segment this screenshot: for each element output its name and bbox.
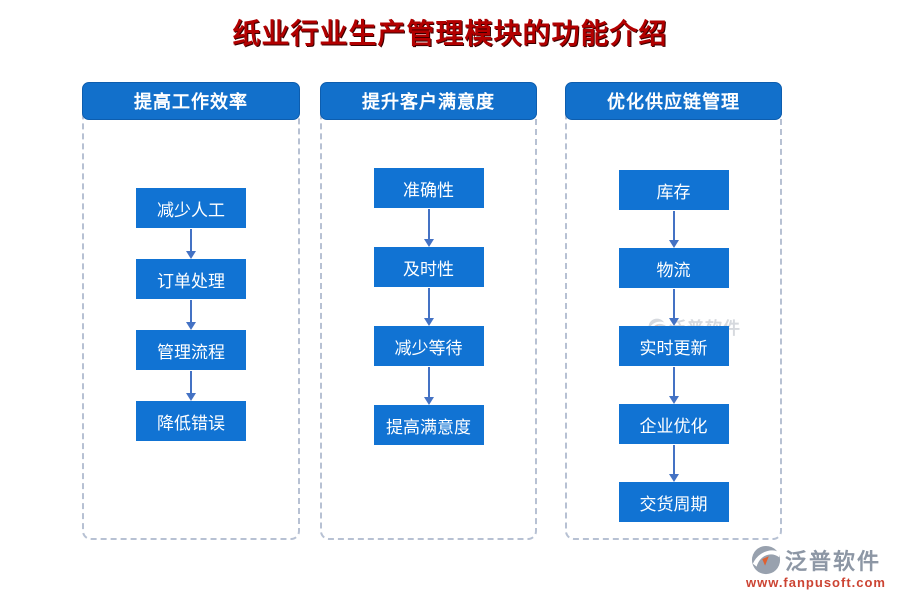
flow-box: 管理流程 <box>136 330 246 370</box>
arrow-down-icon <box>184 370 198 401</box>
arrow-down-icon <box>667 366 681 404</box>
feature-column: 提升客户满意度准确性及时性减少等待提高满意度 <box>320 82 537 540</box>
flow-box: 交货周期 <box>618 482 729 522</box>
flow-box: 库存 <box>618 170 729 210</box>
column-header: 提升客户满意度 <box>320 82 537 120</box>
flow-box: 企业优化 <box>618 404 729 444</box>
brand-name: 泛普软件 <box>784 549 881 574</box>
arrow-down-icon <box>667 288 681 326</box>
flow-box: 减少人工 <box>136 188 246 228</box>
brand-footer: 泛普软件 www.fanpusoft.com <box>746 544 886 590</box>
arrow-down-icon <box>184 299 198 330</box>
feature-column: 提高工作效率减少人工订单处理管理流程降低错误 <box>82 82 300 540</box>
flow-box: 订单处理 <box>136 259 246 299</box>
flow-box: 减少等待 <box>373 326 484 366</box>
flow-box: 准确性 <box>373 168 484 208</box>
column-items: 减少人工订单处理管理流程降低错误 <box>82 82 300 540</box>
column-items: 库存物流实时更新企业优化交货周期 <box>565 82 782 540</box>
arrow-down-icon <box>184 228 198 259</box>
arrow-down-icon <box>422 287 436 326</box>
flow-box: 物流 <box>618 248 729 288</box>
column-items: 准确性及时性减少等待提高满意度 <box>320 82 537 540</box>
feature-column: 优化供应链管理库存物流实时更新企业优化交货周期 <box>565 82 782 540</box>
brand-website: www.fanpusoft.com <box>745 575 886 590</box>
arrow-down-icon <box>422 208 436 247</box>
page-title: 纸业行业生产管理模块的功能介绍 <box>232 17 668 50</box>
arrow-down-icon <box>422 366 436 405</box>
fanpu-logo-icon <box>751 545 781 575</box>
brand-row: 泛普软件 <box>751 544 881 576</box>
flow-box: 提高满意度 <box>373 405 484 445</box>
column-header: 提高工作效率 <box>82 82 300 120</box>
flow-box: 实时更新 <box>618 326 729 366</box>
flow-box: 降低错误 <box>136 401 246 441</box>
flow-box: 及时性 <box>373 247 484 287</box>
arrow-down-icon <box>667 210 681 248</box>
column-header: 优化供应链管理 <box>565 82 782 120</box>
arrow-down-icon <box>667 444 681 482</box>
